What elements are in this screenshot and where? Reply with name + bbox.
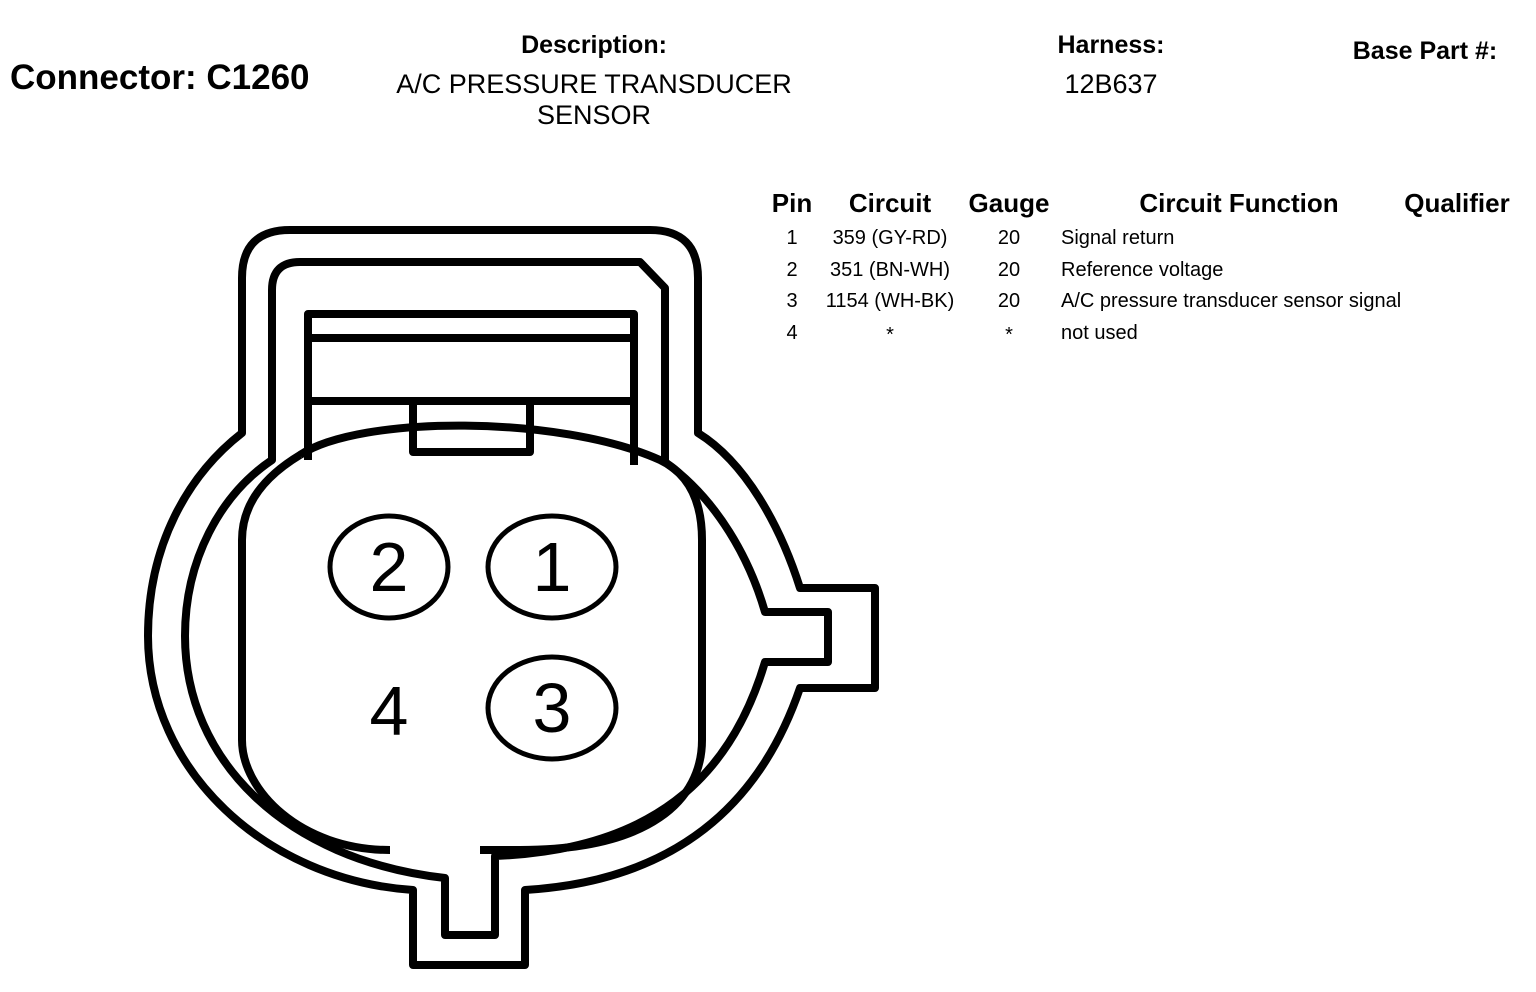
pin-cavity-3: 3 — [485, 654, 619, 762]
pin-cavity-1: 1 — [485, 513, 619, 621]
harness-value: 12B637 — [1064, 69, 1158, 99]
cell-circuit: 359 (GY-RD) — [832, 227, 948, 249]
pin-label-1: 1 — [533, 528, 572, 606]
cell-pin: 4 — [786, 322, 798, 344]
cell-pin: 2 — [786, 259, 798, 281]
cell-function: Reference voltage — [1061, 259, 1224, 281]
column-header-pin: Pin — [771, 188, 813, 218]
connector-title: Connector: C1260 — [10, 58, 310, 97]
cell-pin: 3 — [786, 290, 798, 312]
pin-insert-face — [238, 421, 706, 854]
connector-outer-housing — [144, 226, 879, 969]
cell-circuit: * — [886, 324, 894, 346]
cell-function: not used — [1061, 322, 1138, 344]
column-header-qualifier: Qualifier — [1404, 188, 1510, 218]
cell-function: Signal return — [1061, 227, 1175, 249]
cell-gauge: * — [1005, 324, 1013, 346]
pin-label-2: 2 — [370, 528, 409, 606]
pin-label-4: 4 — [370, 672, 409, 750]
connector-inner-shell — [181, 258, 832, 939]
cell-function: A/C pressure transducer sensor signal — [1061, 290, 1402, 312]
base-part-label: Base Part #: — [1352, 37, 1498, 65]
latch-window — [304, 310, 638, 405]
cell-pin: 1 — [786, 227, 798, 249]
harness-label: Harness: — [1057, 31, 1165, 59]
description-line-2: SENSOR — [536, 100, 652, 130]
cell-gauge: 20 — [997, 290, 1021, 312]
cell-circuit: 351 (BN-WH) — [829, 259, 950, 281]
description-label: Description: — [521, 31, 667, 59]
cell-circuit: 1154 (WH-BK) — [825, 290, 955, 312]
description-value: A/C PRESSURE TRANSDUCER SENSOR — [374, 69, 814, 131]
column-header-circuit-function: Circuit Function — [1139, 188, 1339, 218]
column-header-circuit: Circuit — [848, 188, 932, 218]
description-line-1: A/C PRESSURE TRANSDUCER — [396, 69, 792, 99]
column-header-gauge: Gauge — [968, 188, 1050, 218]
pin-cavity-2: 2 — [327, 513, 451, 621]
pin-label-3: 3 — [533, 669, 572, 747]
cell-gauge: 20 — [997, 259, 1021, 281]
pin-cavity-4: 4 — [370, 672, 409, 750]
cell-gauge: 20 — [997, 227, 1021, 249]
